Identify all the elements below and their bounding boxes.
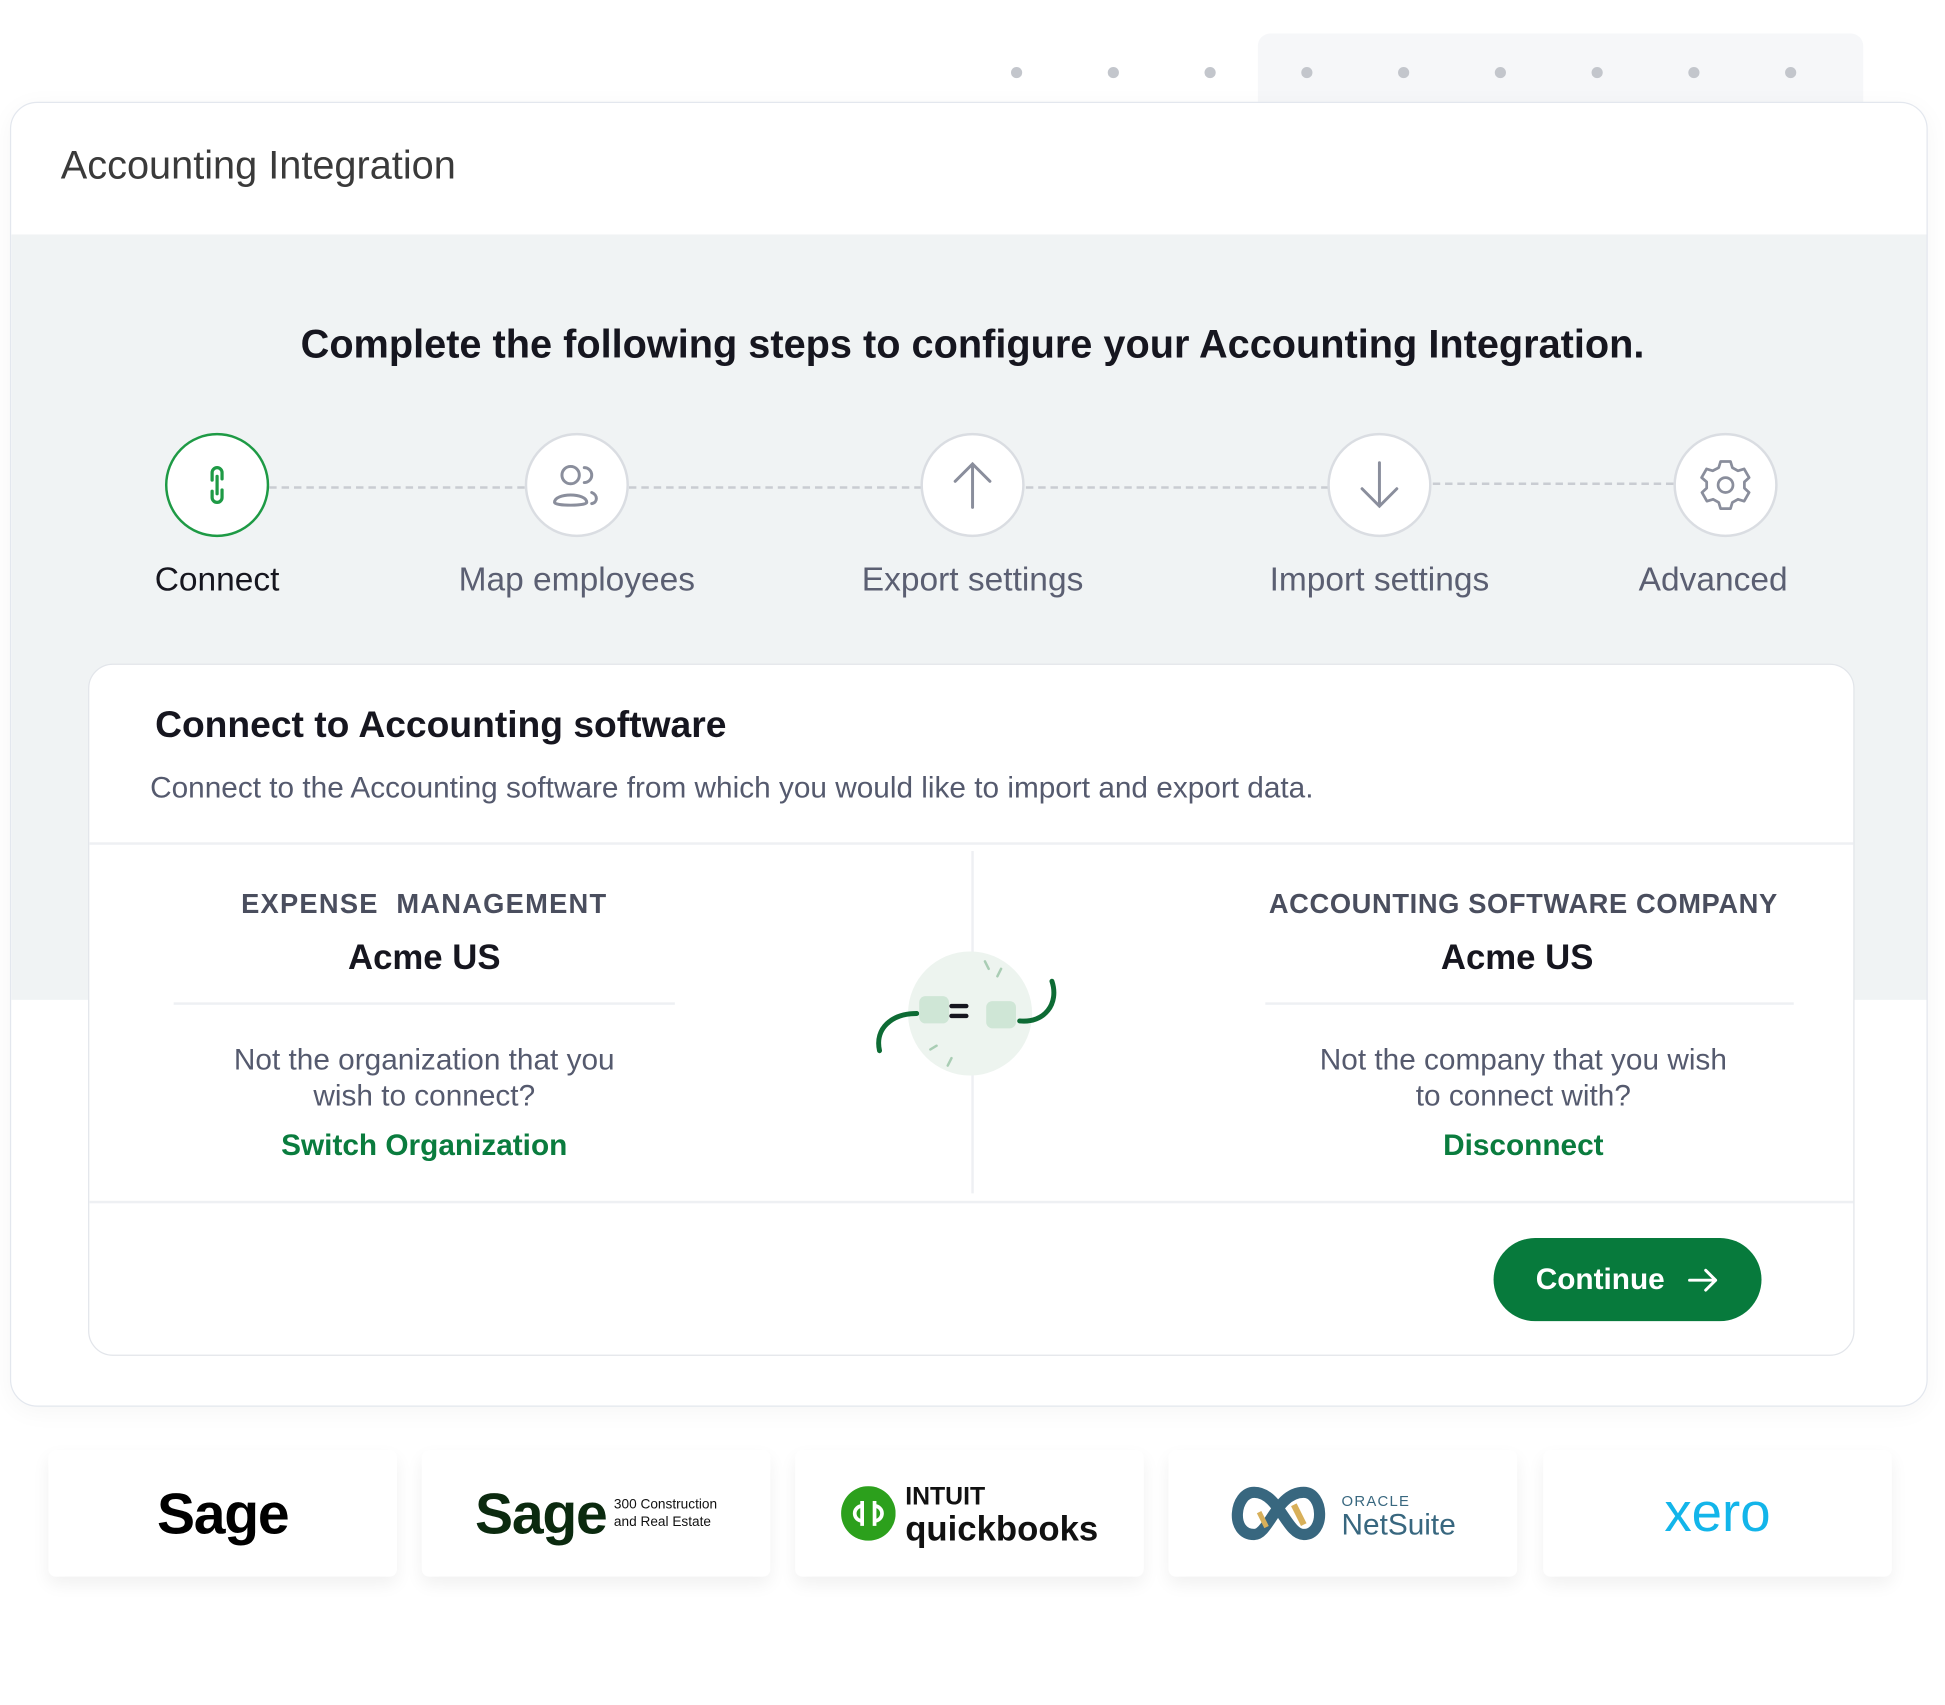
continue-label: Continue (1535, 1262, 1665, 1296)
decor-dot (1107, 66, 1119, 79)
sage-sub-2: and Real Estate (613, 1514, 712, 1530)
background-panel (1257, 33, 1864, 108)
step-map-employees[interactable] (524, 432, 629, 538)
sage-logo: Sage (475, 1481, 608, 1546)
link-icon (210, 466, 224, 504)
divider (1265, 1002, 1794, 1005)
section-label: EXPENSE MANAGEMENT (241, 888, 608, 920)
divider (89, 842, 1854, 845)
step-import-settings[interactable] (1327, 432, 1432, 538)
intuit-brand: INTUIT (905, 1483, 986, 1511)
quickbooks-icon (840, 1486, 896, 1541)
decor-dot (1301, 66, 1313, 79)
netsuite-icon (1232, 1486, 1326, 1541)
step-label-map-employees[interactable]: Map employees (458, 560, 696, 598)
arrow-up-icon (953, 461, 992, 509)
decor-dot (1785, 66, 1797, 79)
logo-netsuite: ORACLE NetSuite (1168, 1450, 1518, 1577)
decor-dot (1494, 66, 1506, 79)
continue-button[interactable]: Continue (1493, 1238, 1762, 1322)
step-connect[interactable] (164, 432, 270, 538)
oracle-brand: ORACLE (1341, 1492, 1411, 1510)
organization-question: Not the organization that you wish to co… (233, 1043, 615, 1113)
logo-sage: Sage (48, 1450, 397, 1577)
step-connector (1025, 486, 1329, 489)
organization-name: Acme US (347, 937, 501, 977)
step-label-connect[interactable]: Connect (154, 560, 280, 598)
decor-dot (1204, 66, 1216, 79)
connect-description: Connect to the Accounting software from … (150, 771, 1314, 806)
step-connector (1432, 482, 1674, 486)
logo-quickbooks: INTUIT quickbooks (795, 1450, 1144, 1577)
step-connector (269, 486, 525, 489)
section-label: ACCOUNTING SOFTWARE COMPANY (1268, 888, 1778, 920)
connect-card: Connect to Accounting software Connect t… (88, 663, 1855, 1356)
company-question: Not the company that you wish to connect… (1319, 1043, 1727, 1113)
divider (173, 1002, 675, 1005)
step-label-export-settings[interactable]: Export settings (861, 560, 1084, 598)
decor-dot (1688, 66, 1700, 79)
company-name: Acme US (1440, 937, 1594, 977)
decor-dot (1591, 66, 1603, 79)
logo-xero: xero (1543, 1450, 1892, 1577)
decor-dot (1011, 66, 1023, 79)
expense-management-section: EXPENSE MANAGEMENT Acme US Not the organ… (151, 888, 697, 1163)
connect-title: Connect to Accounting software (155, 704, 727, 746)
integration-card: Accounting Integration Complete the foll… (9, 101, 1928, 1407)
decor-dot (1398, 66, 1410, 79)
disconnect-link[interactable]: Disconnect (1443, 1128, 1604, 1163)
step-advanced[interactable] (1673, 432, 1778, 538)
plug-illustration-icon (876, 951, 1057, 1076)
sage-sub-1: 300 Construction (613, 1497, 718, 1513)
step-export-settings[interactable] (920, 432, 1025, 538)
gear-icon (1700, 460, 1751, 510)
logo-sage-300: Sage 300 Construction and Real Estate (421, 1450, 771, 1577)
accounting-software-section: ACCOUNTING SOFTWARE COMPANY Acme US Not … (1253, 888, 1794, 1163)
switch-organization-link[interactable]: Switch Organization (281, 1128, 568, 1163)
xero-logo: xero (1664, 1482, 1771, 1544)
step-label-advanced[interactable]: Advanced (1638, 560, 1788, 598)
users-icon (553, 464, 598, 507)
sage-logo: Sage (156, 1481, 290, 1546)
page-title: Accounting Integration (60, 142, 456, 188)
step-label-import-settings[interactable]: Import settings (1269, 560, 1490, 598)
arrow-right-icon (1688, 1268, 1718, 1291)
divider (89, 1200, 1854, 1204)
quickbooks-name: quickbooks (905, 1509, 1099, 1549)
step-connector (628, 486, 922, 489)
arrow-down-icon (1360, 461, 1399, 509)
netsuite-name: NetSuite (1341, 1508, 1456, 1542)
steps-heading: Complete the following steps to configur… (300, 321, 1645, 366)
